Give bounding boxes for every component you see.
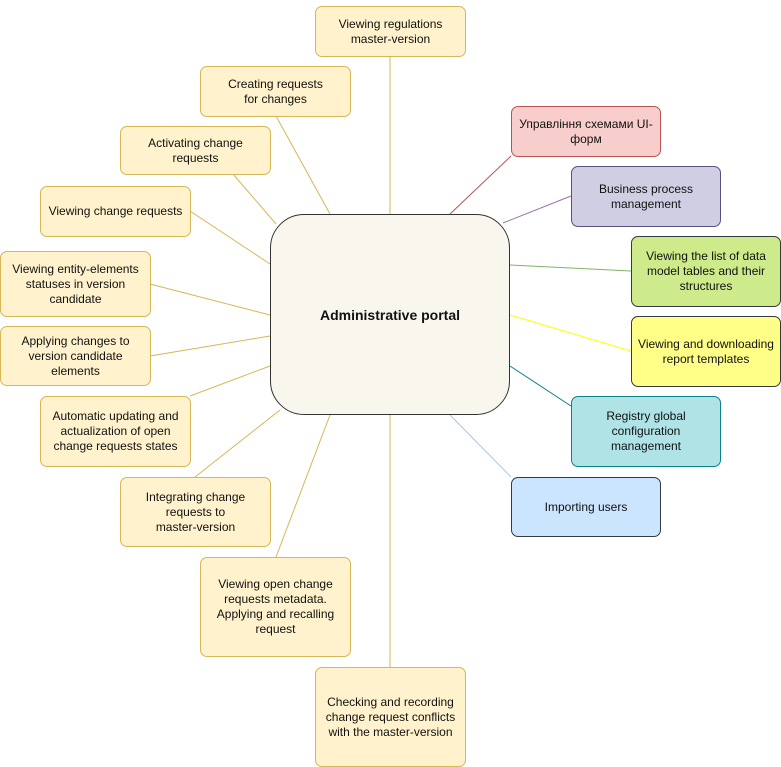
node-report-templates: Viewing and downloading report templates xyxy=(631,316,781,387)
node-importing-users: Importing users xyxy=(511,477,661,537)
node-viewing-change-requests: Viewing change requests xyxy=(40,186,191,237)
connector-applying-changes xyxy=(149,335,271,357)
connector-viewing-entity-elements xyxy=(149,283,271,316)
node-viewing-open-change: Viewing open change requests metadata. A… xyxy=(200,557,351,657)
connector-viewing-open-change xyxy=(275,414,331,558)
connector-automatic-updating xyxy=(189,365,271,397)
node-creating-requests: Creating requests for changes xyxy=(200,66,351,117)
node-data-model-tables: Viewing the list of data model tables an… xyxy=(631,236,781,307)
connector-registry-config xyxy=(509,365,572,407)
node-viewing-regulations: Viewing regulations master-version xyxy=(315,6,466,57)
connector-data-model-tables xyxy=(509,264,632,272)
connector-integrating-change xyxy=(194,409,281,478)
center-node-administrative-portal: Administrative portal xyxy=(270,214,510,415)
node-registry-config: Registry global configuration management xyxy=(571,396,721,467)
node-integrating-change: Integrating change requests to master-ve… xyxy=(120,477,271,547)
node-automatic-updating: Automatic updating and actualization of … xyxy=(40,396,191,467)
connector-activating-change xyxy=(232,173,277,225)
node-applying-changes: Applying changes to version candidate el… xyxy=(0,326,151,386)
connector-business-process xyxy=(502,195,572,224)
node-viewing-entity-elements: Viewing entity-elements statuses in vers… xyxy=(0,251,151,317)
node-checking-recording: Checking and recording change request co… xyxy=(315,667,466,767)
connector-ui-forms xyxy=(449,155,512,215)
node-ui-forms: Управління схемами UI- форм xyxy=(511,106,661,157)
connector-importing-users xyxy=(449,414,512,478)
connector-creating-requests xyxy=(275,115,331,215)
connector-viewing-change-requests xyxy=(189,210,271,265)
node-business-process: Business process management xyxy=(571,166,721,227)
connector-report-templates xyxy=(509,314,632,352)
node-activating-change: Activating change requests xyxy=(120,126,271,175)
